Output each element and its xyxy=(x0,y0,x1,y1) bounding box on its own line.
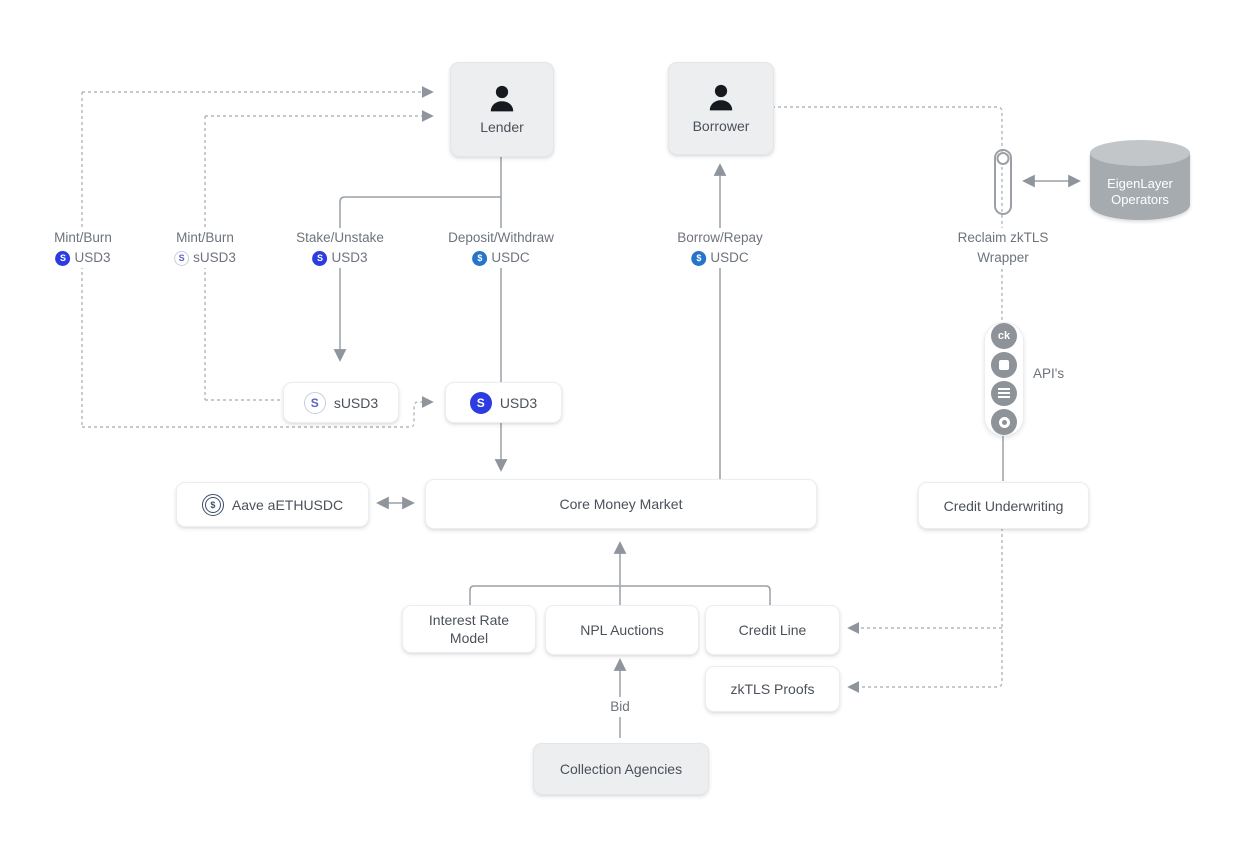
capsule-knob xyxy=(996,152,1010,165)
edge-label-text: Wrapper xyxy=(977,250,1029,265)
node-label: Interest Rate Model xyxy=(428,612,510,646)
bid-label: Bid xyxy=(605,697,635,717)
edge-label-reclaim-zktls: Reclaim zkTLS Wrapper xyxy=(952,228,1054,268)
node-zktls-proofs: zkTLS Proofs xyxy=(705,666,840,712)
zktls-wrapper-icon xyxy=(994,149,1012,215)
node-credit-underwriting: Credit Underwriting xyxy=(918,482,1089,529)
edge-label-text: Borrow/Repay xyxy=(677,230,763,245)
node-npl-auctions: NPL Auctions xyxy=(545,605,699,655)
cylinder-top xyxy=(1090,140,1190,166)
edge-cu-zktlsproofs xyxy=(847,528,1003,693)
node-collection-agencies: Collection Agencies xyxy=(533,743,709,795)
person-icon xyxy=(705,82,737,112)
susd3-token-icon: S xyxy=(303,391,326,414)
edge-label-text: Mint/Burn xyxy=(54,230,112,245)
token-name: USD3 xyxy=(74,250,111,265)
api-providers-pill: ck xyxy=(984,322,1024,436)
edge-label-mint-burn-susd3: Mint/Burn S sUSD3 xyxy=(169,228,241,268)
aave-ausdc-icon: $ xyxy=(201,493,224,516)
edge-label-deposit-withdraw: Deposit/Withdraw $ USDC xyxy=(443,228,559,268)
token-name: USD3 xyxy=(331,250,368,265)
edge-label-stake-unstake: Stake/Unstake S USD3 xyxy=(291,228,389,268)
node-label: Lender xyxy=(480,119,524,135)
node-borrower: Borrower xyxy=(668,62,774,155)
edge-stake-susd3 xyxy=(333,196,501,362)
node-label: Credit Line xyxy=(738,622,807,638)
edge-label-text: Reclaim zkTLS xyxy=(957,230,1049,245)
api-icon-square xyxy=(991,351,1017,378)
node-label: sUSD3 xyxy=(333,394,379,411)
api-icon-ring xyxy=(991,409,1017,435)
node-usd3: S USD3 xyxy=(445,382,562,423)
node-label: NPL Auctions xyxy=(580,622,664,638)
edge-label-text: Mint/Burn xyxy=(176,230,234,245)
token-name: USDC xyxy=(710,250,749,265)
node-susd3: S sUSD3 xyxy=(283,382,399,423)
node-core-money-market: Core Money Market xyxy=(425,479,817,529)
eigenlayer-line1: EigenLayer xyxy=(1107,175,1173,191)
usd3-token-icon: S xyxy=(312,250,328,266)
node-lender: Lender xyxy=(450,62,554,157)
node-interest-rate-model: Interest Rate Model xyxy=(402,605,536,653)
susd3-token-icon: S xyxy=(174,250,190,266)
aave-icon-glyph: $ xyxy=(204,496,221,513)
node-label: Credit Underwriting xyxy=(943,497,1064,514)
edge-usd3-loop-bottom xyxy=(82,396,434,428)
token-name: sUSD3 xyxy=(193,250,236,265)
usdc-token-icon: $ xyxy=(691,250,707,266)
eigenlayer-line2: Operators xyxy=(1111,191,1169,207)
api-ck-glyph: ck xyxy=(997,329,1011,342)
node-label: Core Money Market xyxy=(559,496,683,512)
node-aave-aethusdc: $ Aave aETHUSDC xyxy=(176,482,369,527)
apis-label: API's xyxy=(1030,366,1068,381)
edge-label-text: Deposit/Withdraw xyxy=(448,230,554,245)
node-label: Borrower xyxy=(692,118,750,134)
person-icon xyxy=(486,83,518,113)
api-icon-ck: ck xyxy=(991,323,1017,349)
edge-borrower-zktlswrapper xyxy=(772,106,1003,321)
edge-label-borrow-repay: Borrow/Repay $ USDC xyxy=(672,228,768,268)
node-label: zkTLS Proofs xyxy=(730,681,815,697)
token-name: USDC xyxy=(491,250,530,265)
usd3-token-icon: S xyxy=(469,391,492,414)
usdc-token-icon: $ xyxy=(472,250,488,266)
api-icon-grid xyxy=(991,380,1017,407)
node-label: Aave aETHUSDC xyxy=(231,496,344,513)
node-label: Collection Agencies xyxy=(559,761,683,777)
node-label: USD3 xyxy=(499,394,538,411)
edge-label-text: Stake/Unstake xyxy=(296,230,384,245)
node-credit-line: Credit Line xyxy=(705,605,840,655)
usd3-token-icon: S xyxy=(55,250,71,266)
edge-label-mint-burn-usd3: Mint/Burn S USD3 xyxy=(49,228,117,268)
